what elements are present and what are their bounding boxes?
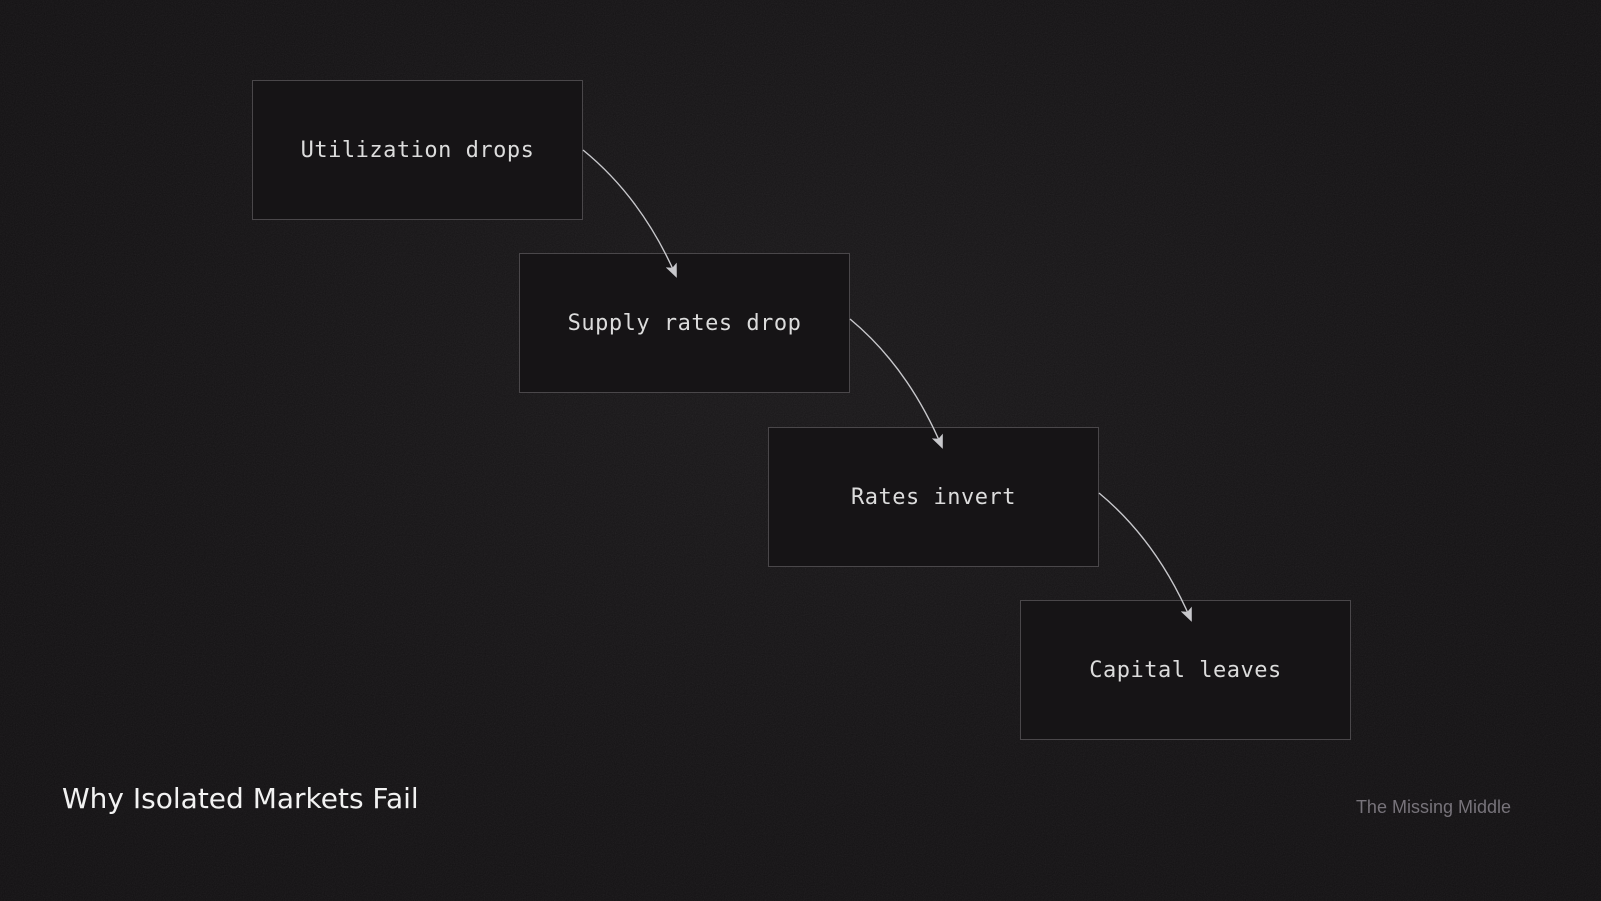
flow-node-utilization-drops: Utilization drops <box>252 80 583 220</box>
node-label: Rates invert <box>851 484 1016 510</box>
flow-node-rates-invert: Rates invert <box>768 427 1099 567</box>
flow-node-capital-leaves: Capital leaves <box>1020 600 1351 740</box>
slide-title: Why Isolated Markets Fail <box>62 782 419 815</box>
brand-label: The Missing Middle <box>1355 797 1511 817</box>
node-label: Supply rates drop <box>567 310 802 336</box>
node-label: Capital leaves <box>1089 657 1282 683</box>
flow-node-supply-rates-drop: Supply rates drop <box>519 253 850 393</box>
node-label: Utilization drops <box>300 137 535 163</box>
